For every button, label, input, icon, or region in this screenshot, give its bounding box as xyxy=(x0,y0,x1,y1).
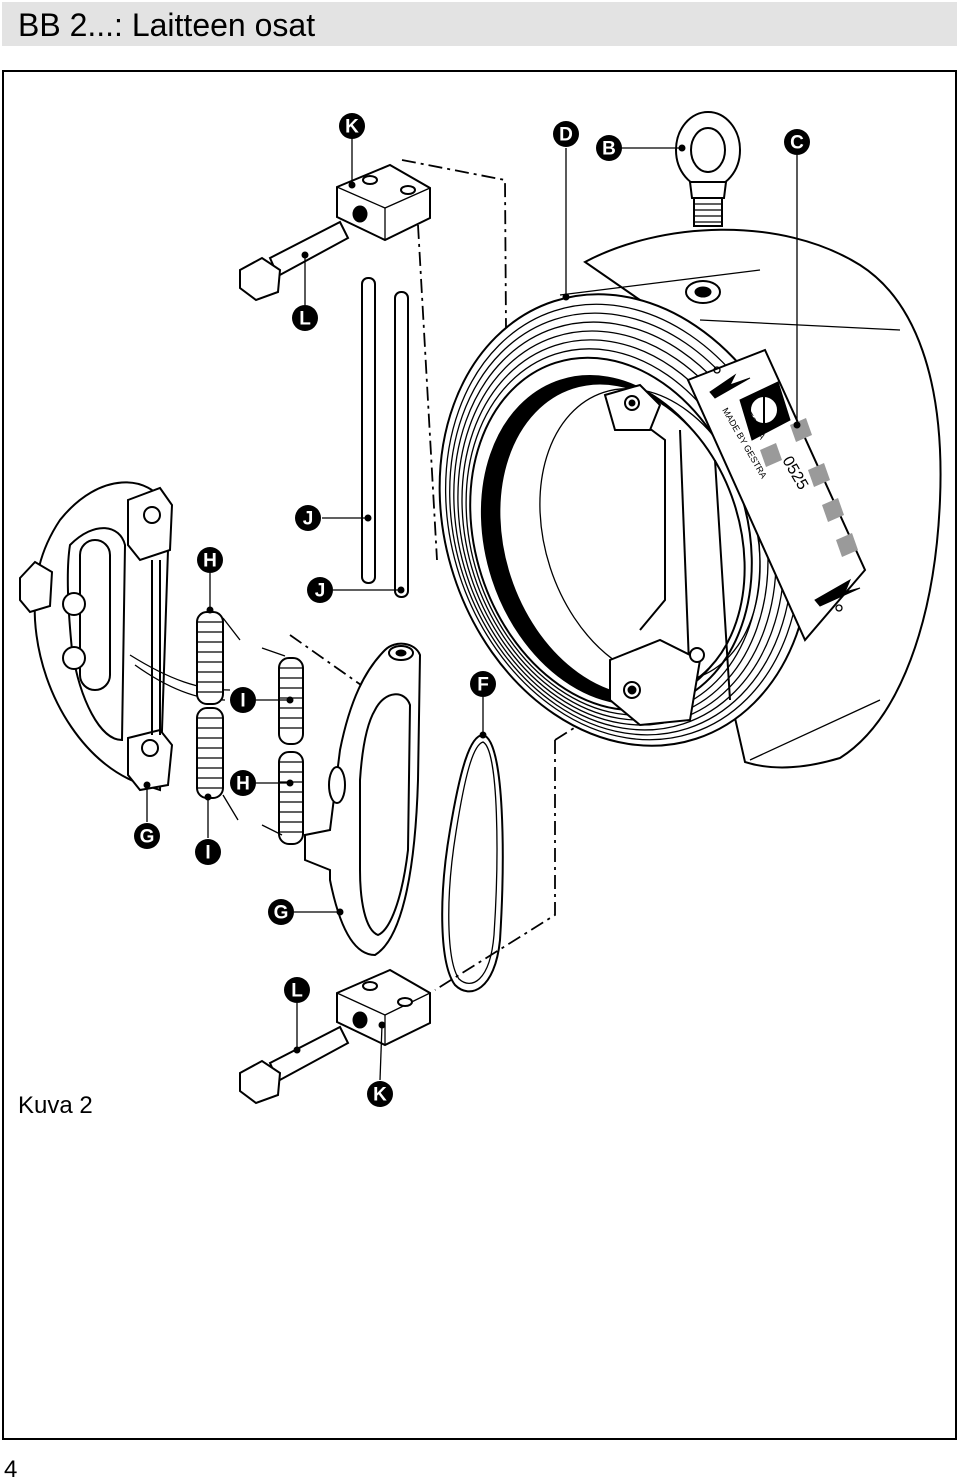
svg-text:J: J xyxy=(315,581,326,602)
leader-dots xyxy=(143,144,801,1054)
callout-d: D xyxy=(553,121,579,147)
callout-j-upper: J xyxy=(295,505,321,531)
svg-text:L: L xyxy=(291,981,303,1002)
right-disc-half xyxy=(304,642,422,957)
page-title: BB 2...: Laitteen osat xyxy=(18,7,316,43)
svg-text:B: B xyxy=(602,139,616,160)
eye-bolt xyxy=(675,111,741,227)
callout-j-lower: J xyxy=(307,577,333,603)
svg-text:G: G xyxy=(274,903,289,924)
svg-text:K: K xyxy=(373,1085,387,1106)
svg-text:H: H xyxy=(236,774,250,795)
callout-f: F xyxy=(470,671,496,697)
svg-text:D: D xyxy=(559,125,573,146)
callout-i-upper: I xyxy=(230,687,256,713)
svg-text:K: K xyxy=(345,117,359,138)
callout-g-lower: G xyxy=(268,899,294,925)
callout-l-top: L xyxy=(292,305,318,331)
hinge-rods xyxy=(361,277,409,598)
svg-text:G: G xyxy=(140,827,155,848)
header-bar: BB 2...: Laitteen osat xyxy=(2,2,957,46)
callout-b: B xyxy=(596,135,622,161)
callout-h-lower: H xyxy=(230,770,256,796)
callout-k-bottom: K xyxy=(367,1081,393,1107)
svg-text:F: F xyxy=(477,675,489,696)
figure-caption: Kuva 2 xyxy=(18,1092,93,1119)
callout-k-top: K xyxy=(339,113,365,139)
top-bolt-assembly xyxy=(239,163,431,302)
page-number: 4 xyxy=(4,1456,18,1483)
svg-text:L: L xyxy=(299,309,311,330)
callout-i-lower: I xyxy=(195,839,221,865)
left-disc-half xyxy=(19,481,231,792)
springs xyxy=(196,611,304,845)
callout-l-bottom: L xyxy=(284,977,310,1003)
valve-body: GESTRA MADE BY GESTRA 0525 xyxy=(438,228,942,769)
callout-c: C xyxy=(784,129,810,155)
callout-g-left: G xyxy=(134,823,160,849)
svg-text:I: I xyxy=(205,843,210,864)
svg-text:J: J xyxy=(303,509,314,530)
figure-frame xyxy=(2,70,957,1440)
leader-lines xyxy=(146,138,798,1081)
svg-text:H: H xyxy=(203,551,217,572)
bottom-bolt-assembly xyxy=(239,968,431,1105)
svg-text:I: I xyxy=(240,691,245,712)
callout-h-upper: H xyxy=(197,547,223,573)
gasket-ring xyxy=(441,733,504,993)
svg-text:C: C xyxy=(790,133,804,154)
